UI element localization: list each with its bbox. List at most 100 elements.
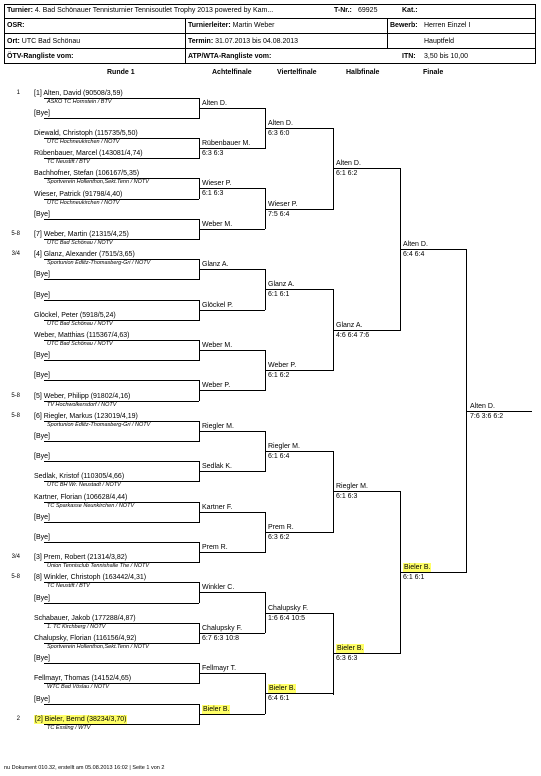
match-winner[interactable]: Bieler B. [403,563,432,572]
bracket-line [44,158,199,159]
turnierleiter-label: Turnierleiter: [188,22,231,29]
player-name[interactable]: [2] Bieler, Bernd (38234/3,70) [34,715,128,724]
round-header-4: Halbfinale [346,69,380,76]
player-name[interactable]: [Bye] [34,534,50,541]
turnier-label: Turnier: [7,7,33,14]
match-winner[interactable]: Alten D. [202,100,227,107]
match-winner[interactable]: Riegler M. [336,483,368,490]
player-club: TV Hochwolkersdorf / NÖTV [47,402,117,408]
match-winner[interactable]: Chalupsky F. [268,605,309,612]
match-winner[interactable]: Bieler B. [336,644,365,653]
bracket-line [44,219,199,220]
player-name[interactable]: [Bye] [34,372,50,379]
player-name[interactable]: [Bye] [34,292,50,299]
player-name[interactable]: Bachhofner, Stefan (106167/5,35) [34,170,140,177]
bracket-line [199,188,265,189]
player-name[interactable]: [5] Weber, Philipp (91802/4,16) [34,393,131,400]
player-name[interactable]: Glöckel, Peter (5918/5,24) [34,312,116,319]
player-name[interactable]: [Bye] [34,595,50,602]
match-winner[interactable]: Bieler B. [202,705,231,714]
footer-text: nu Dokument 010.32, erstellt am 05.08.20… [4,765,165,771]
match-winner[interactable]: Winkler C. [202,584,235,591]
match-winner[interactable]: Riegler M. [202,423,234,430]
player-name[interactable]: Wieser, Patrick (91798/4,40) [34,191,123,198]
player-name[interactable]: [Bye] [34,211,50,218]
player-name[interactable]: [4] Glanz, Alexander (7515/3,65) [34,251,135,258]
player-name[interactable]: [Bye] [34,514,50,521]
match-winner[interactable]: Weber P. [202,382,231,389]
player-name[interactable]: [Bye] [34,433,50,440]
player-name[interactable]: [Bye] [34,655,50,662]
itn-label: ITN: [402,53,416,60]
player-name[interactable]: Fellmayr, Thomas (14152/4,65) [34,675,132,682]
player-name[interactable]: [6] Riegler, Markus (123019/4,19) [34,413,138,420]
header-row-divider [4,33,536,34]
feld-value: Hauptfeld [424,38,454,45]
player-name[interactable]: Diewald, Christoph (115735/5,50) [34,130,138,137]
player-name[interactable]: Schabauer, Jakob (177288/4,87) [34,615,136,622]
player-name[interactable]: Chalupsky, Florian (116156/4,92) [34,635,137,642]
match-winner[interactable]: Glanz A. [336,322,363,329]
bracket-line [199,552,265,553]
termin-label: Termin: [188,38,214,45]
bracket-line [199,592,265,593]
bracket-line [44,98,199,99]
bracket-line [265,289,333,290]
match-winner[interactable]: Sedlak K. [202,463,232,470]
player-name[interactable]: [Bye] [34,453,50,460]
match-winner[interactable]: Wieser P. [268,201,298,208]
round-header-1: Runde 1 [107,69,135,76]
player-name[interactable]: [Bye] [34,696,50,703]
match-winner[interactable]: Prem R. [268,524,294,531]
match-winner[interactable]: Rübenbauer M. [202,140,251,147]
match-winner[interactable]: Alten D. [403,241,428,248]
bracket-line [199,714,265,715]
termin-value: 31.07.2013 bis 04.08.2013 [215,38,299,45]
match-winner[interactable]: Weber M. [202,342,233,349]
match-winner[interactable]: Kartner F. [202,504,233,511]
bracket-line [44,441,199,442]
match-winner[interactable]: Alten D. [336,160,361,167]
player-name[interactable]: [Bye] [34,271,50,278]
seed-label: 1 [16,90,20,96]
match-score: 6:1 6:3 [336,493,358,500]
bracket-line [333,451,334,533]
player-club: UTC Bad Schönau / NÖTV [47,321,113,327]
player-name[interactable]: [3] Prem, Robert (21314/3,82) [34,554,127,561]
player-name[interactable]: Rübenbauer, Marcel (143081/4,74) [34,150,143,157]
match-winner[interactable]: Glöckel P. [202,302,233,309]
bracket-line [265,128,333,129]
match-winner[interactable]: Fellmayr T. [202,665,237,672]
player-name[interactable]: Sedlak, Kristof (110305/4,66) [34,473,125,480]
match-winner[interactable]: Glanz A. [202,261,229,268]
player-name[interactable]: Kartner, Florian (106628/4,44) [34,494,128,501]
match-winner[interactable]: Glanz A. [268,281,295,288]
bracket-line [265,209,333,210]
match-winner[interactable]: Riegler M. [268,443,300,450]
tournament-winner[interactable]: Alten D. [470,403,495,410]
turnierleiter-value: Martin Weber [232,22,275,29]
player-name[interactable]: [1] Alten, David (90508/3,59) [34,90,123,97]
bracket-line [265,613,333,614]
match-winner[interactable]: Weber M. [202,221,233,228]
match-winner[interactable]: Chalupsky F. [202,625,243,632]
match-winner[interactable]: Wieser P. [202,180,232,187]
player-name[interactable]: Weber, Matthias (115367/4,63) [34,332,130,339]
bracket-line [44,562,199,563]
player-club: UTC Hochneukirchen / NÖTV [47,200,120,206]
match-winner[interactable]: Prem R. [202,544,228,551]
bracket-line [44,461,199,462]
header-col-divider [185,18,186,64]
match-winner[interactable]: Bieler B. [268,684,297,693]
player-name[interactable]: [7] Weber, Martin (21315/4,25) [34,231,129,238]
match-winner[interactable]: Alten D. [268,120,293,127]
turnier-value: 4. Bad Schönauer Tennisturnier Tennisout… [34,7,274,14]
match-score: 6:3 6:3 [336,655,358,662]
player-name[interactable]: [Bye] [34,110,50,117]
match-winner[interactable]: Weber P. [268,362,297,369]
player-name[interactable]: [8] Winkler, Christoph (163442/4,31) [34,574,147,581]
player-club: WTC Bad Vöslau / NÖTV [47,684,110,690]
bracket-line [44,623,199,624]
player-name[interactable]: [Bye] [34,352,50,359]
seed-label: 3/4 [11,554,20,560]
